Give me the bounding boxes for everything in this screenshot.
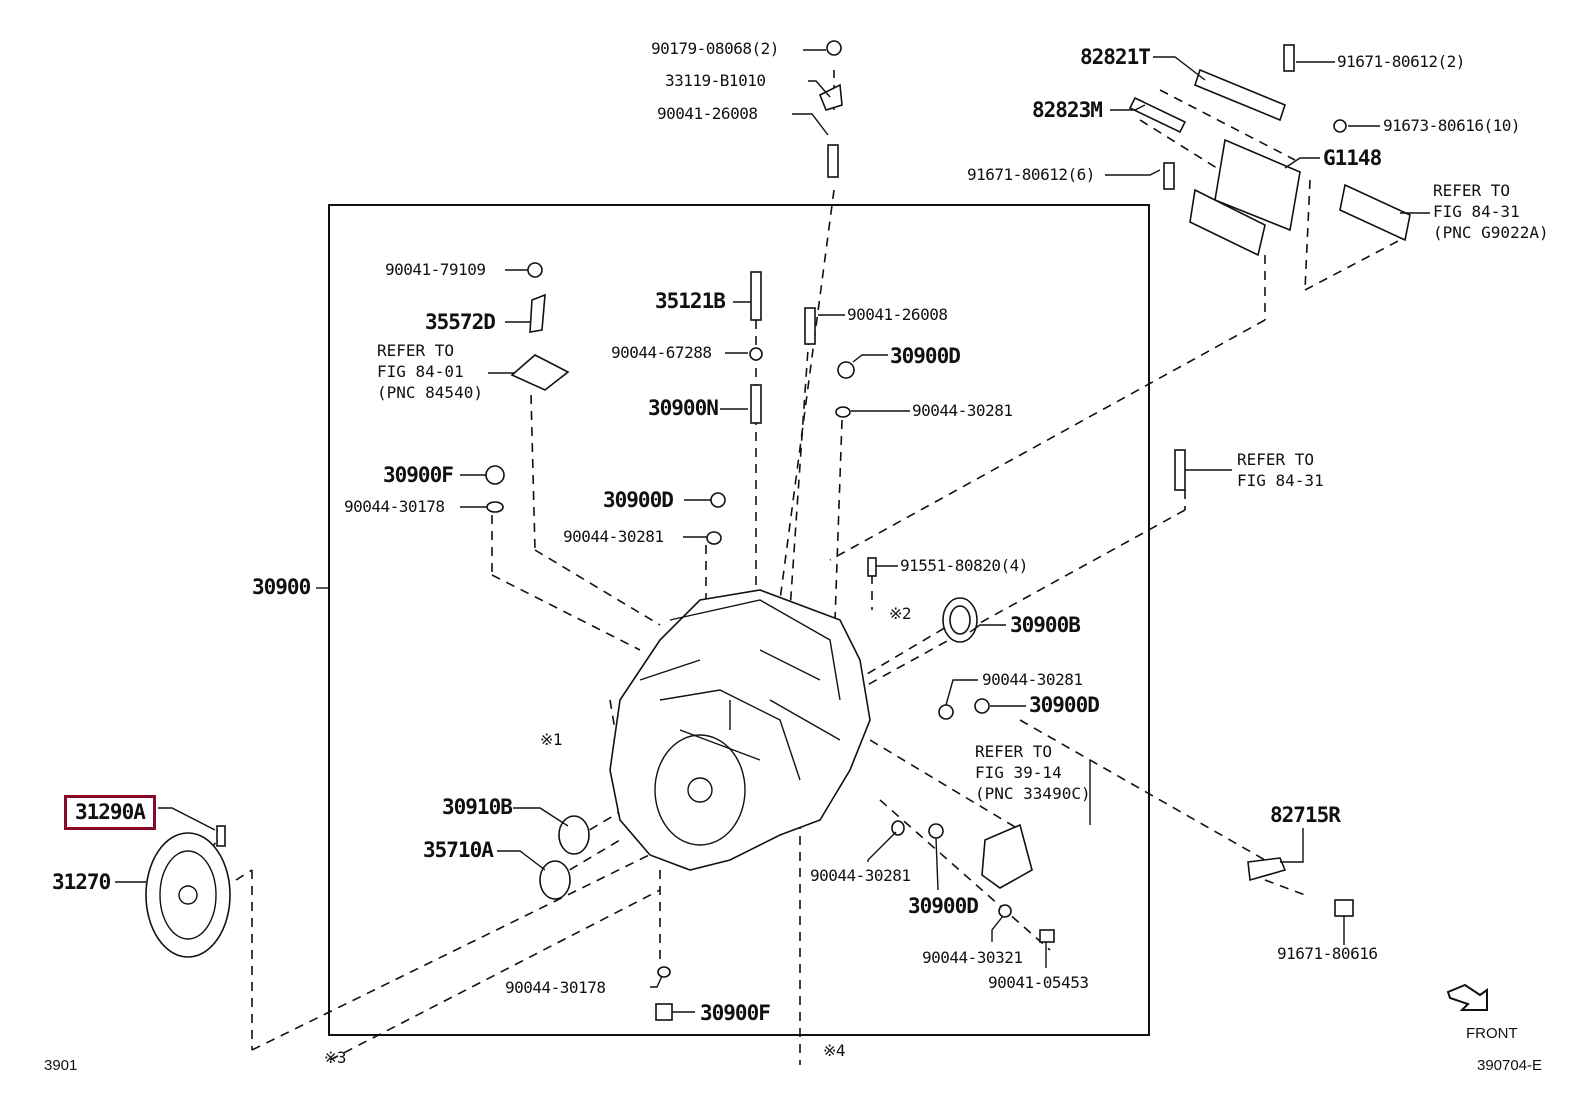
part-label[interactable]: 30900F xyxy=(700,1001,771,1025)
reference-line: REFER TO xyxy=(377,341,455,360)
part-label[interactable]: 90044-30281 xyxy=(982,670,1083,689)
part-label[interactable]: 91671-80616 xyxy=(1277,944,1378,963)
part-label[interactable]: 30900F xyxy=(383,463,454,487)
part-label[interactable]: 35121B xyxy=(655,289,726,313)
part-label[interactable]: 91671-80612(6) xyxy=(967,165,1095,184)
part-label[interactable]: 31270 xyxy=(52,870,111,894)
part-label[interactable]: 90044-30281 xyxy=(563,527,664,546)
part-label[interactable]: 30900D xyxy=(890,344,961,368)
reference-line: (PNC 84540) xyxy=(377,383,483,402)
part-label[interactable]: 91673-80616(10) xyxy=(1383,116,1521,135)
reference-note[interactable]: REFER TO FIG 84-31 (PNC G9022A) xyxy=(1433,180,1549,243)
part-label[interactable]: 30900D xyxy=(1029,693,1100,717)
reference-note[interactable]: REFER TO FIG 84-01 (PNC 84540) xyxy=(377,340,483,403)
note-marker: ※1 xyxy=(540,730,563,749)
part-label[interactable]: 30900D xyxy=(908,894,979,918)
part-label[interactable]: 90041-05453 xyxy=(988,973,1089,992)
reference-line: REFER TO xyxy=(975,742,1053,761)
reference-note[interactable]: REFER TO FIG 39-14 (PNC 33490C) xyxy=(975,741,1091,804)
part-label[interactable]: 35572D xyxy=(425,310,496,334)
reference-line: REFER TO xyxy=(1237,450,1315,469)
note-marker: ※3 xyxy=(324,1048,347,1067)
reference-line: REFER TO xyxy=(1433,181,1511,200)
note-marker: ※4 xyxy=(823,1041,846,1060)
part-label[interactable]: 30900B xyxy=(1010,613,1081,637)
part-label[interactable]: 30900D xyxy=(603,488,674,512)
part-label[interactable]: 90044-30281 xyxy=(912,401,1013,420)
part-label[interactable]: 30900N xyxy=(648,396,719,420)
part-label[interactable]: 35710A xyxy=(423,838,494,862)
part-label[interactable]: 82823M xyxy=(1032,98,1103,122)
reference-line: (PNC G9022A) xyxy=(1433,223,1549,242)
reference-line: FIG 39-14 xyxy=(975,763,1062,782)
part-label[interactable]: 82715R xyxy=(1270,803,1341,827)
part-label[interactable]: 90044-30281 xyxy=(810,866,911,885)
front-arrow-icon xyxy=(1446,983,1488,1011)
part-label[interactable]: 90041-26008 xyxy=(657,104,758,123)
part-label[interactable]: 82821T xyxy=(1080,45,1151,69)
reference-line: FIG 84-31 xyxy=(1237,471,1324,490)
part-label[interactable]: 91671-80612(2) xyxy=(1337,52,1465,71)
part-label[interactable]: 30910B xyxy=(442,795,513,819)
part-label[interactable]: 33119-B1010 xyxy=(665,71,766,90)
assembly-frame xyxy=(328,204,1150,1036)
part-label[interactable]: 90041-79109 xyxy=(385,260,486,279)
reference-line: (PNC 33490C) xyxy=(975,784,1091,803)
part-label[interactable]: 90041-26008 xyxy=(847,305,948,324)
assembly-label[interactable]: 30900 xyxy=(252,575,311,599)
part-label-highlighted[interactable]: 31290A xyxy=(64,795,156,830)
figure-code: 3901 xyxy=(44,1057,78,1074)
part-label[interactable]: 90044-30178 xyxy=(505,978,606,997)
part-label[interactable]: 90179-08068(2) xyxy=(651,39,779,58)
part-label[interactable]: G1148 xyxy=(1323,146,1382,170)
reference-note[interactable]: REFER TO FIG 84-31 xyxy=(1237,449,1324,491)
front-label: FRONT xyxy=(1466,1025,1518,1042)
illustration-id: 390704-E xyxy=(1477,1057,1543,1074)
part-label[interactable]: 90044-30321 xyxy=(922,948,1023,967)
transmission-housing xyxy=(609,589,871,871)
reference-line: FIG 84-31 xyxy=(1433,202,1520,221)
note-marker: ※2 xyxy=(889,604,912,623)
part-icons xyxy=(145,40,1411,1021)
part-label[interactable]: 90044-67288 xyxy=(611,343,712,362)
part-label[interactable]: 91551-80820(4) xyxy=(900,556,1028,575)
part-label[interactable]: 90044-30178 xyxy=(344,497,445,516)
leader-lines xyxy=(115,49,1430,1013)
reference-line: FIG 84-01 xyxy=(377,362,464,381)
